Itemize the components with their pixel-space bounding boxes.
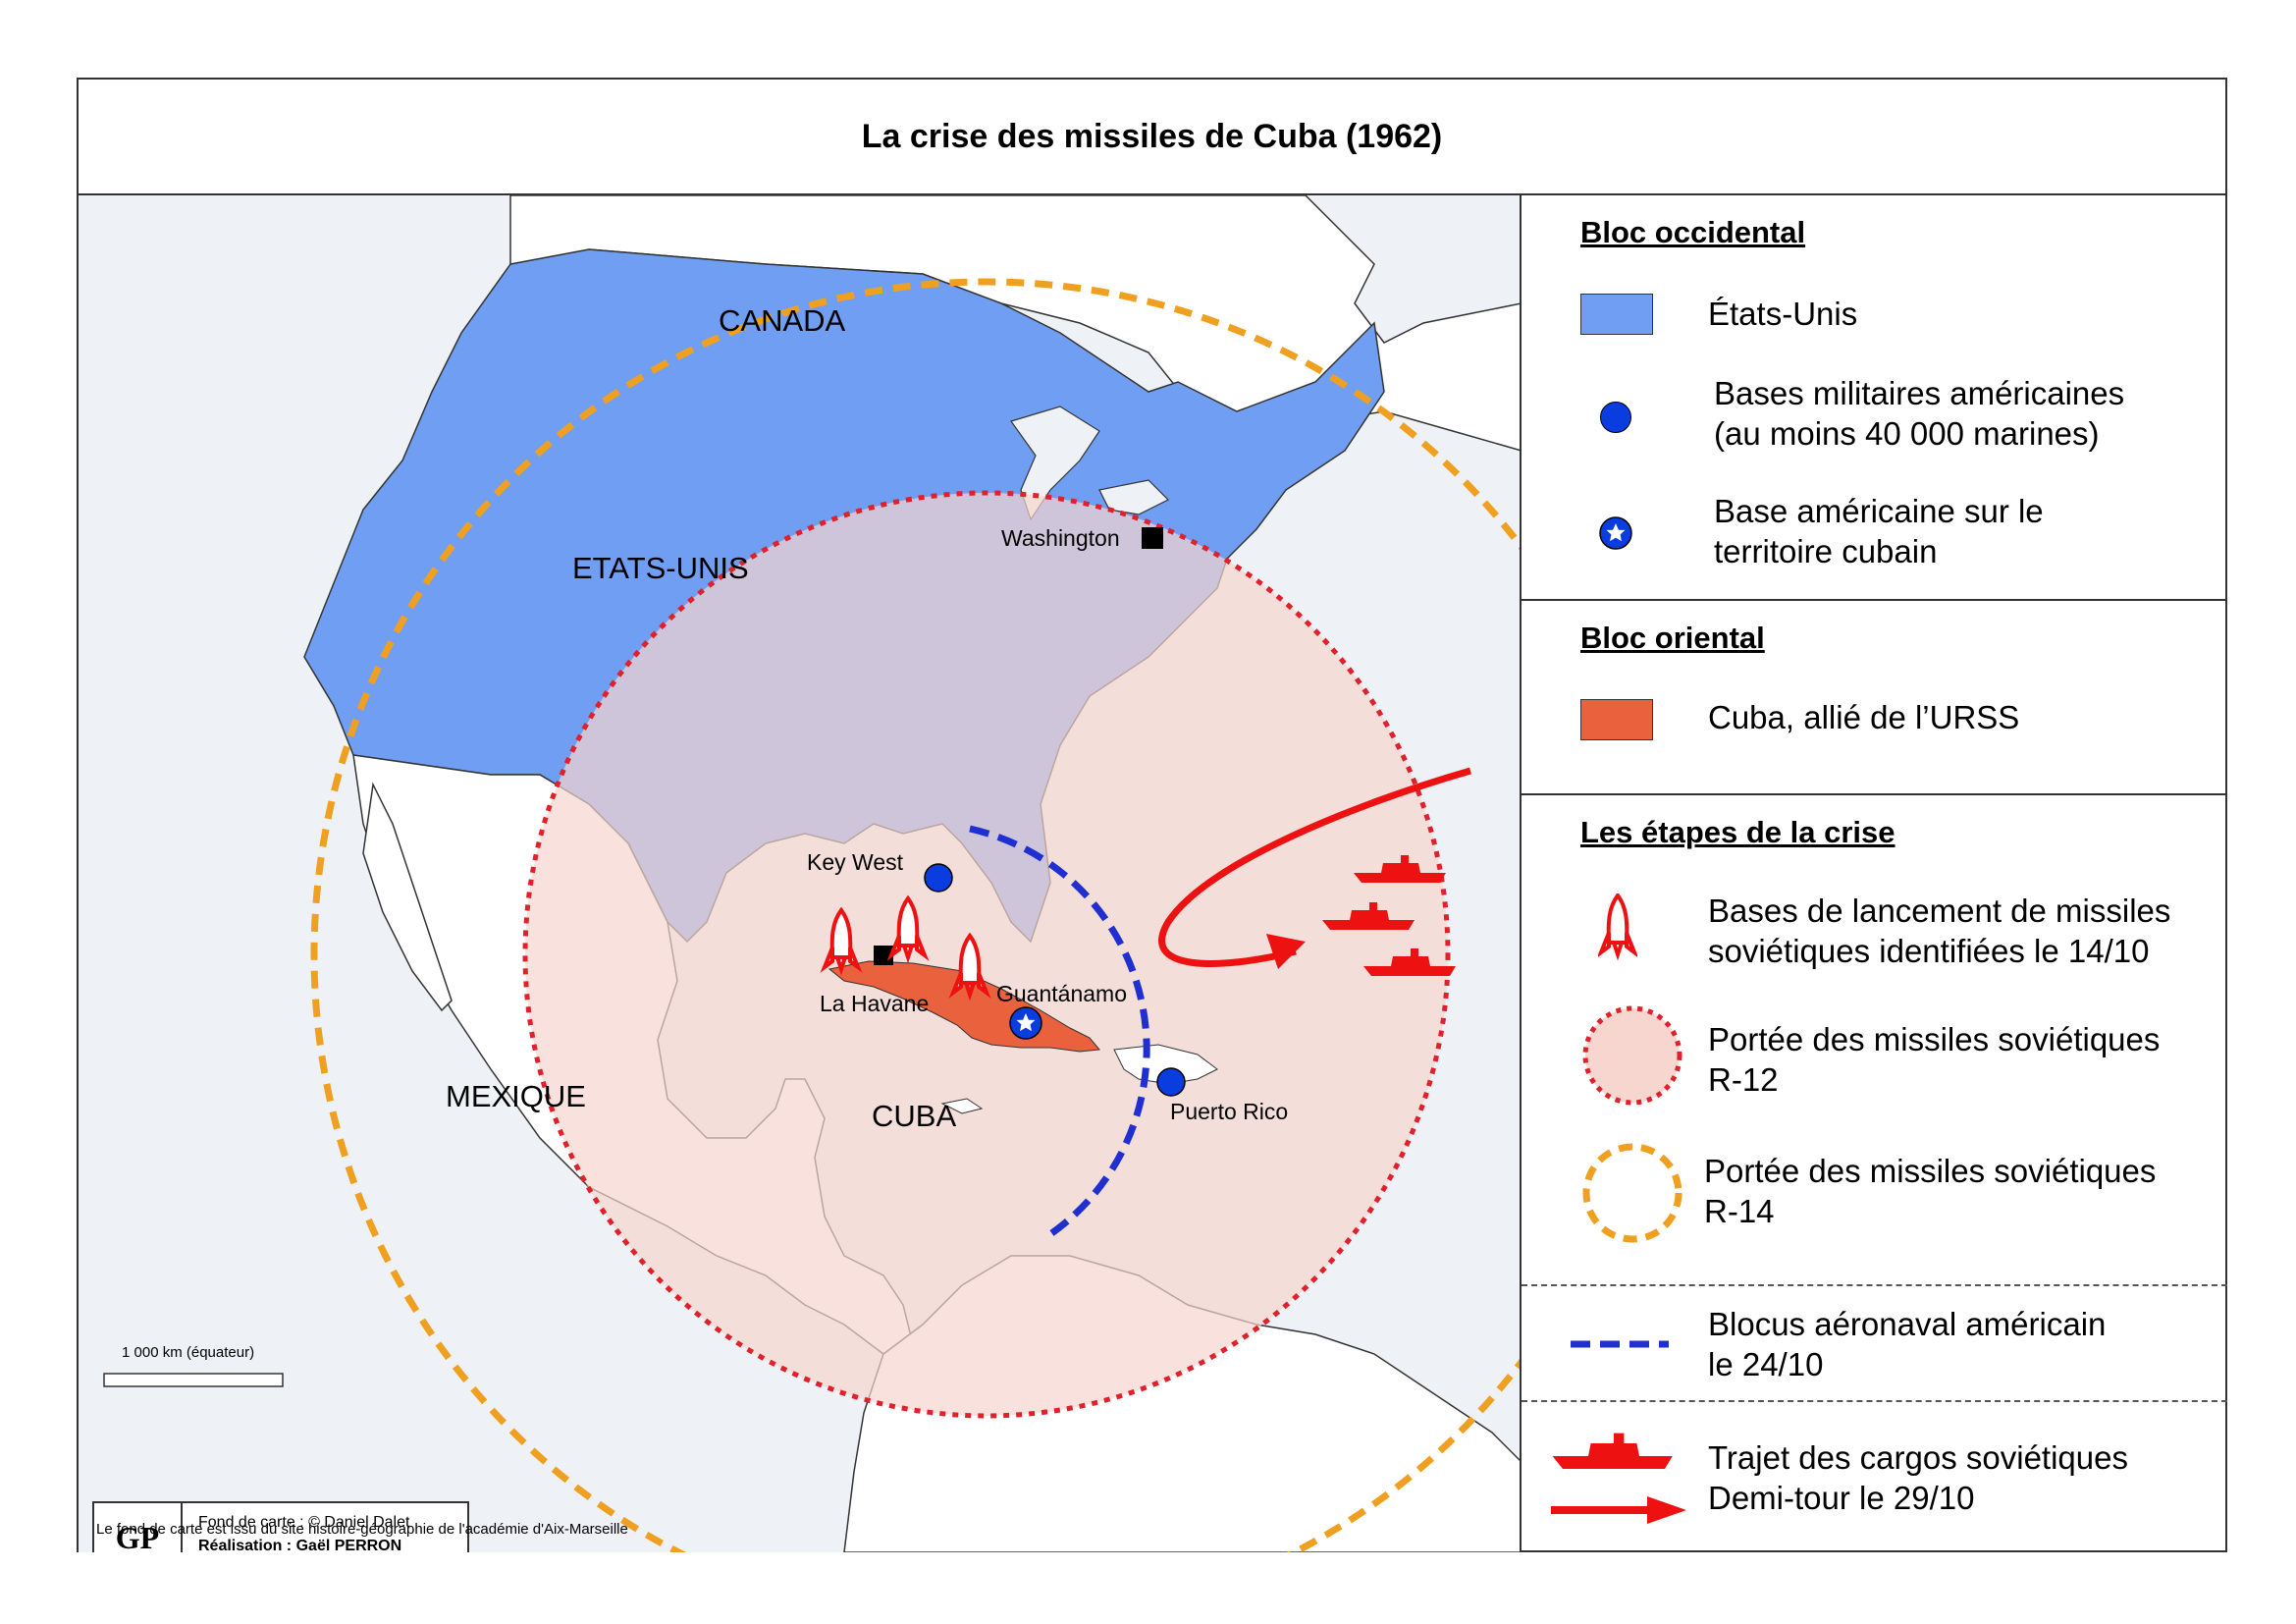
gp-logo: GP xyxy=(94,1503,183,1552)
legend-text-blocus: Blocus aéronaval américain le 24/10 xyxy=(1708,1304,2106,1384)
legend-text-missile-bases-line1: Bases de lancement de missiles xyxy=(1708,893,2171,929)
legend-section-etapes: Les étapes de la crise Bases de lancemen… xyxy=(1522,795,2227,1286)
label-key-west: Key West xyxy=(807,849,903,875)
legend-r12-symbol xyxy=(1582,1005,1682,1106)
legend-text-cargos-line1: Trajet des cargos soviétiques xyxy=(1708,1439,2128,1476)
label-la-havane: La Havane xyxy=(820,991,930,1016)
legend-text-r14-line2: R-14 xyxy=(1704,1193,1775,1229)
legend-cuba-base-star-icon xyxy=(1599,516,1632,550)
legend-text-cuba-base: Base américaine sur le territoire cubain xyxy=(1714,491,2044,571)
legend-text-r12-line1: Portée des missiles soviétiques xyxy=(1708,1021,2161,1057)
r12-range-fill xyxy=(525,493,1448,1416)
legend-blockade-line xyxy=(1571,1340,1669,1348)
legend-swatch-usa xyxy=(1580,294,1653,335)
legend-section-blocus: Blocus aéronaval américain le 24/10 xyxy=(1522,1286,2227,1402)
credits-box: GP Fond de carte : © Daniel Dalet Réalis… xyxy=(92,1501,469,1552)
legend-text-us-bases-line1: Bases militaires américaines xyxy=(1714,375,2125,411)
label-cuba: CUBA xyxy=(872,1099,957,1133)
cargo-route-arrowhead xyxy=(1266,934,1306,969)
credit-realisation-label: Réalisation : xyxy=(198,1538,293,1552)
legend-text-usa: États-Unis xyxy=(1708,296,1858,332)
legend-section-bloc-occidental: Bloc occidental États-Unis Bases militai… xyxy=(1522,195,2227,601)
map-frame: La crise des missiles de Cuba (1962) xyxy=(77,78,2227,1552)
label-mexique: MEXIQUE xyxy=(446,1079,586,1113)
credits-text: Fond de carte : © Daniel Dalet Réalisati… xyxy=(198,1511,409,1552)
legend-section-bloc-oriental: Bloc oriental Cuba, allié de l’URSS xyxy=(1522,601,2227,795)
legend-text-missile-bases: Bases de lancement de missiles soviétiqu… xyxy=(1708,891,2170,971)
legend-text-us-bases-line2: (au moins 40 000 marines) xyxy=(1714,415,2100,452)
la-havane-marker xyxy=(874,946,893,965)
legend-text-cuba-base-line2: territoire cubain xyxy=(1714,533,1938,569)
legend-text-blocus-line1: Blocus aéronaval américain xyxy=(1708,1306,2107,1342)
cargo-route-arrow xyxy=(1158,767,1471,967)
legend-text-r12: Portée des missiles soviétiques R-12 xyxy=(1708,1019,2160,1100)
jamaica-island xyxy=(940,1098,984,1114)
legend-r14-symbol xyxy=(1582,1143,1682,1243)
credit-fond: Fond de carte : © Daniel Dalet xyxy=(198,1514,410,1531)
legend-heading-etapes: Les étapes de la crise xyxy=(1580,815,1896,849)
legend-text-r14: Portée des missiles soviétiques R-14 xyxy=(1704,1151,2156,1231)
credit-realisation: Réalisation : Gaël PERRON xyxy=(198,1535,409,1552)
label-puerto-rico: Puerto Rico xyxy=(1170,1099,1289,1124)
source-note: Le fond de carte est issu du site histoi… xyxy=(96,1521,628,1538)
map-panel: CANADA ETATS-UNIS MEXIQUE CUBA Washingto… xyxy=(79,195,1522,1552)
legend-text-r12-line2: R-12 xyxy=(1708,1061,1779,1098)
label-usa: ETATS-UNIS xyxy=(572,551,749,585)
r14-range xyxy=(310,278,1520,1552)
legend-text-cargos: Trajet des cargos soviétiques Demi-tour … xyxy=(1708,1437,2128,1518)
legend-cargo-symbols xyxy=(1551,1433,1686,1524)
legend-text-us-bases: Bases militaires américaines (au moins 4… xyxy=(1714,373,2124,454)
legend-text-cargos-line2: Demi-tour le 29/10 xyxy=(1708,1480,1975,1516)
credit-realisation-name: Gaël PERRON xyxy=(295,1538,402,1552)
great-lakes xyxy=(1010,406,1170,521)
legend-cargo-arrow-icon xyxy=(1551,1496,1686,1524)
baja-land xyxy=(362,782,453,1012)
legend-us-base-icon xyxy=(1600,402,1631,433)
legend-missile-base-icon xyxy=(1598,893,1637,961)
hispaniola-island xyxy=(1113,1044,1218,1085)
blockade-arc xyxy=(969,825,1150,1237)
guantanamo-base-icon xyxy=(1009,1006,1042,1040)
scale-bar xyxy=(103,1373,284,1387)
legend-text-missile-bases-line2: soviétiques identifiées le 14/10 xyxy=(1708,933,2150,969)
title-bar: La crise des missiles de Cuba (1962) xyxy=(79,80,2225,195)
legend-heading-bloc-oriental: Bloc oriental xyxy=(1580,621,1765,655)
label-washington: Washington xyxy=(1001,525,1120,551)
legend-text-cuba: Cuba, allié de l’URSS xyxy=(1708,699,2020,735)
legend-text-r14-line1: Portée des missiles soviétiques xyxy=(1704,1153,2157,1189)
washington-marker xyxy=(1142,527,1163,549)
puerto-rico-base-icon xyxy=(1156,1067,1186,1097)
page-title: La crise des missiles de Cuba (1962) xyxy=(861,117,1443,155)
label-guantanamo: Guantánamo xyxy=(996,981,1127,1006)
key-west-base-icon xyxy=(924,863,953,893)
legend-panel: Bloc occidental États-Unis Bases militai… xyxy=(1522,195,2227,1552)
legend-swatch-cuba xyxy=(1580,699,1653,740)
map-canvas xyxy=(103,195,1520,1552)
label-canada: CANADA xyxy=(719,303,846,338)
legend-cargo-ship-icon xyxy=(1552,1433,1673,1469)
legend-heading-bloc-occidental: Bloc occidental xyxy=(1580,215,1806,249)
scale-label: 1 000 km (équateur) xyxy=(122,1344,255,1361)
r12-range-border xyxy=(522,490,1451,1419)
legend-section-cargos: Trajet des cargos soviétiques Demi-tour … xyxy=(1522,1402,2227,1552)
legend-text-blocus-line2: le 24/10 xyxy=(1708,1346,1824,1382)
legend-text-cuba-base-line1: Base américaine sur le xyxy=(1714,493,2044,529)
